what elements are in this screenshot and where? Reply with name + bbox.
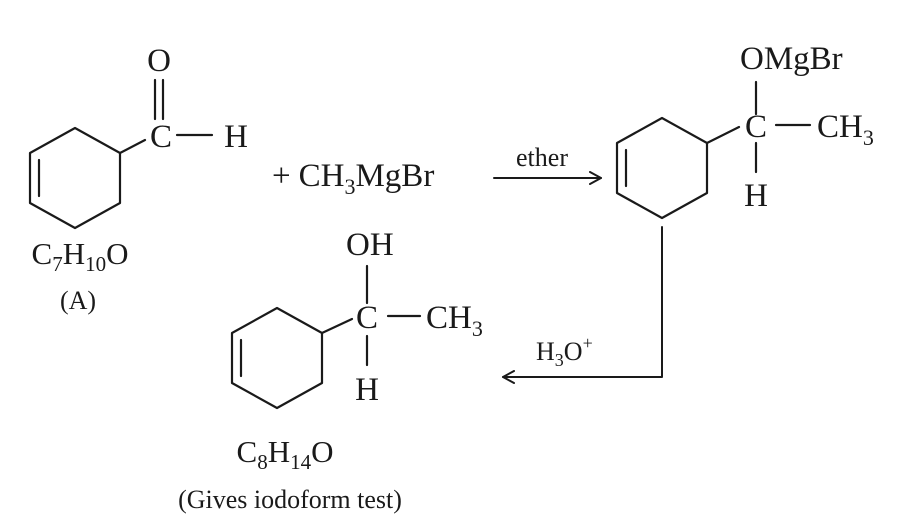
intermediate-hydrogen: H [744, 178, 768, 214]
reaction-arrow-2-label: H3O+ [536, 333, 593, 370]
reaction-arrow-2: H3O+ [502, 226, 663, 384]
compound-a-ring-to-carbonyl-bond [118, 138, 147, 155]
product-hydrogen: H [355, 372, 379, 408]
reagent-methylmagnesium-bromide: +CH3MgBr [272, 158, 434, 199]
compound-a-carbon: C [150, 119, 172, 155]
reaction-arrow-2-path [502, 226, 663, 384]
compound-a-oxygen: O [147, 43, 171, 79]
product-methyl-group: CH3 [426, 300, 483, 341]
intermediate-omgbr-group: OMgBr [740, 41, 843, 77]
compound-a-label: (A) [60, 286, 96, 315]
product-formula: C8H14O [237, 434, 334, 474]
intermediate-carbon: C [745, 109, 767, 145]
product-ring [230, 306, 324, 410]
intermediate: OMgBr C CH3 H [615, 41, 874, 220]
compound-a-formula: C7H10O [32, 236, 129, 276]
product-ring-to-carbon-bond [320, 317, 354, 335]
intermediate-methyl-group: CH3 [817, 109, 874, 150]
compound-a-ring [28, 126, 122, 230]
product-note: (Gives iodoform test) [178, 485, 402, 514]
intermediate-ring-to-carbon-bond [705, 125, 741, 145]
compound-a-hydrogen: H [224, 119, 248, 155]
product-hydroxyl-group: OH [346, 227, 394, 263]
intermediate-ring [615, 116, 709, 220]
compound-a: O C H C7H10O (A) [28, 43, 248, 315]
product: OH C CH3 H C8H14O (Gives iodoform test) [178, 227, 483, 514]
reaction-arrow-1-label: ether [516, 143, 568, 172]
reaction-arrow-1: ether [493, 143, 602, 185]
product-carbon: C [356, 300, 378, 336]
